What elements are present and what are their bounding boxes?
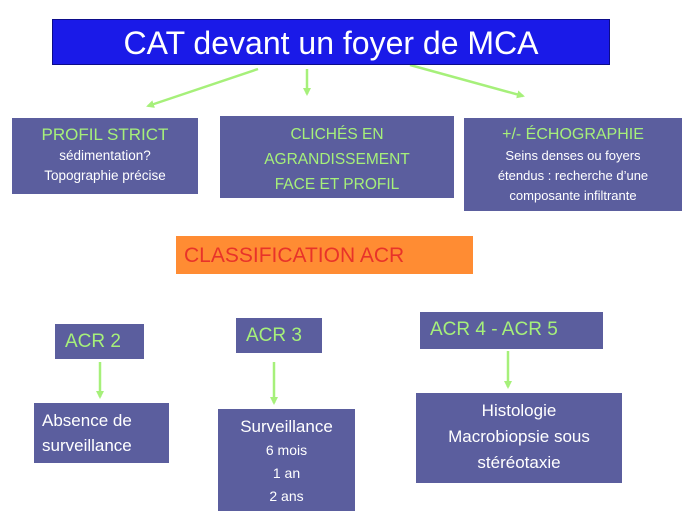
acr3-result-heading: Surveillance (240, 417, 333, 436)
echo-line-2: étendus : recherche d’une (497, 168, 649, 183)
acr2-result-line-1: Absence de (42, 411, 132, 430)
acr3-result-line-3: 2 ans (269, 488, 304, 504)
acr2-result-box: Absence de surveillance (34, 403, 169, 463)
acr3-result-line-1: 6 mois (265, 442, 308, 458)
acr3-result-line-2: 1 an (272, 465, 301, 481)
acr45-box: ACR 4 - ACR 5 (420, 312, 603, 349)
cliches-line-3: FACE ET PROFIL (274, 176, 400, 193)
profil-line-1: sédimentation? (59, 148, 151, 163)
acr45-result-box: Histologie Macrobiopsie sous stéréotaxie (416, 393, 622, 483)
profil-strict-box: PROFIL STRICT sédimentation? Topographie… (12, 118, 198, 194)
classification-acr-label: CLASSIFICATION ACR (176, 236, 473, 274)
acr45-result-line-3: stéréotaxie (477, 453, 561, 472)
arrow-to-echo (409, 63, 525, 99)
cliches-line-1: CLICHÉS EN (290, 126, 384, 143)
acr2-box: ACR 2 (55, 324, 144, 359)
acr45-result-line-2: Macrobiopsie sous (448, 427, 590, 446)
acr3-result-box: Surveillance 6 mois 1 an 2 ans (218, 409, 355, 511)
profil-heading: PROFIL STRICT (41, 125, 169, 144)
diagram-title: CAT devant un foyer de MCA (52, 19, 610, 65)
echo-line-3: composante infiltrante (509, 188, 637, 203)
acr45-result-line-1: Histologie (481, 401, 557, 420)
cliches-line-2: AGRANDISSEMENT (264, 151, 410, 168)
acr2-result-line-2: surveillance (42, 436, 132, 455)
cliches-box: CLICHÉS EN AGRANDISSEMENT FACE ET PROFIL (220, 116, 454, 198)
acr3-box: ACR 3 (236, 318, 322, 353)
arrow-to-profil (146, 67, 259, 108)
profil-line-2: Topographie précise (44, 168, 166, 183)
echo-heading: +/- ÉCHOGRAPHIE (502, 126, 644, 143)
echo-line-1: Seins denses ou foyers (505, 148, 641, 163)
echographie-box: +/- ÉCHOGRAPHIE Seins denses ou foyers é… (464, 118, 682, 211)
